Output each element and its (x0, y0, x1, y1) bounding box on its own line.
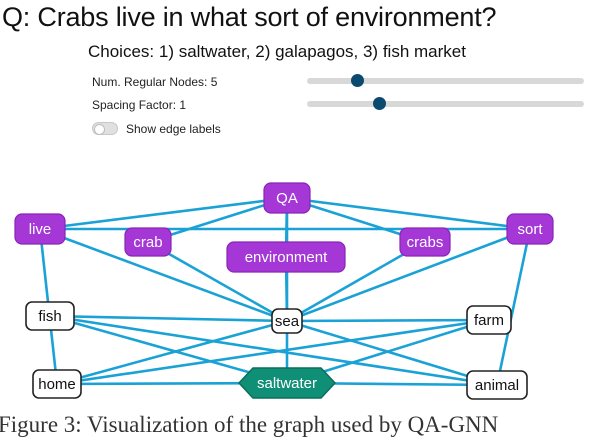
graph-node-shape (124, 227, 172, 257)
spacing-factor-slider-thumb[interactable] (373, 97, 387, 110)
graph-node-label: environment (245, 249, 328, 266)
graph-node-shape (466, 305, 512, 335)
graph-node-sea[interactable]: sea (271, 308, 303, 334)
figure-caption: Figure 3: Visualization of the graph use… (0, 412, 499, 437)
graph-node-crabs[interactable]: crabs (399, 227, 451, 257)
graph-node-qa[interactable]: QA (263, 182, 311, 214)
num-regular-nodes-slider-thumb[interactable] (350, 74, 364, 87)
graph-edge-sea-animal (286, 319, 498, 387)
graph-node-shape (25, 301, 75, 331)
graph-edge-sea-farm (286, 318, 490, 323)
graph-node-shape (237, 367, 337, 399)
graph-node-label: saltwater (257, 375, 317, 392)
graph-node-label: sort (517, 221, 543, 238)
graph-node-label: crabs (407, 234, 444, 251)
graph-node-live[interactable]: live (14, 213, 66, 245)
graph-node-environment[interactable]: environment (226, 241, 346, 273)
graph-node-shape (466, 370, 528, 400)
graph-node-saltwater[interactable]: saltwater (237, 367, 337, 399)
graph-node-crab[interactable]: crab (124, 227, 172, 257)
spacing-factor-label: Spacing Factor: 1 (92, 98, 187, 112)
graph-edge-fish-saltwater (49, 314, 288, 385)
graph-edge-sort-sea (286, 227, 531, 323)
graph-node-sort[interactable]: sort (506, 213, 554, 245)
graph-node-label: animal (475, 377, 519, 394)
num-regular-nodes-label: Num. Regular Nodes: 5 (92, 75, 218, 89)
num-regular-nodes-slider[interactable] (307, 74, 584, 87)
graph-node-fish[interactable]: fish (25, 301, 75, 331)
graph-node-farm[interactable]: farm (466, 305, 512, 335)
graph-node-home[interactable]: home (32, 369, 82, 399)
graph-node-shape (399, 227, 451, 257)
graph-node-label: fish (38, 308, 61, 325)
graph-edge-sea-fish (49, 314, 288, 323)
graph-edge-live-sea (39, 227, 288, 323)
graph-edge-sea-home (56, 319, 288, 386)
choices-text: Choices: 1) saltwater, 2) galapagos, 3) … (88, 42, 466, 61)
graph-edge-crabs-sea (286, 240, 426, 323)
graph-node-shape (506, 213, 554, 245)
graph-edge-qa-sort (286, 196, 531, 231)
edge-labels-toggle[interactable] (92, 122, 118, 135)
graph-node-animal[interactable]: animal (466, 370, 528, 400)
edge-labels-label: Show edge labels (126, 122, 221, 136)
graph-node-shape (271, 308, 303, 334)
graph-node-label: sea (275, 313, 300, 330)
graph-node-label: QA (276, 190, 298, 207)
graph-edge-qa-live (39, 196, 288, 231)
graph-edge-crab-sea (147, 240, 288, 323)
graph-node-shape (32, 369, 82, 399)
graph-nodes: QA live crab environment crabs sort fish sea far… (14, 182, 554, 400)
graph-node-shape (14, 213, 66, 245)
question-title: Q: Crabs live in what sort of environmen… (2, 2, 497, 32)
spacing-factor-slider[interactable] (307, 97, 584, 110)
graph-edges (38, 196, 532, 387)
graph-node-label: home (38, 376, 76, 393)
graph-node-shape (226, 241, 346, 273)
graph-edge-sort-animal (495, 228, 532, 386)
edge-labels-toggle-knob (94, 124, 105, 135)
graph-node-label: crab (133, 234, 162, 251)
graph-node-shape (263, 182, 311, 214)
graph-node-label: live (29, 221, 52, 238)
graph-edge-fish-animal (49, 314, 498, 387)
graph-node-label: farm (474, 312, 504, 329)
graph-edge-farm-home (56, 318, 490, 386)
